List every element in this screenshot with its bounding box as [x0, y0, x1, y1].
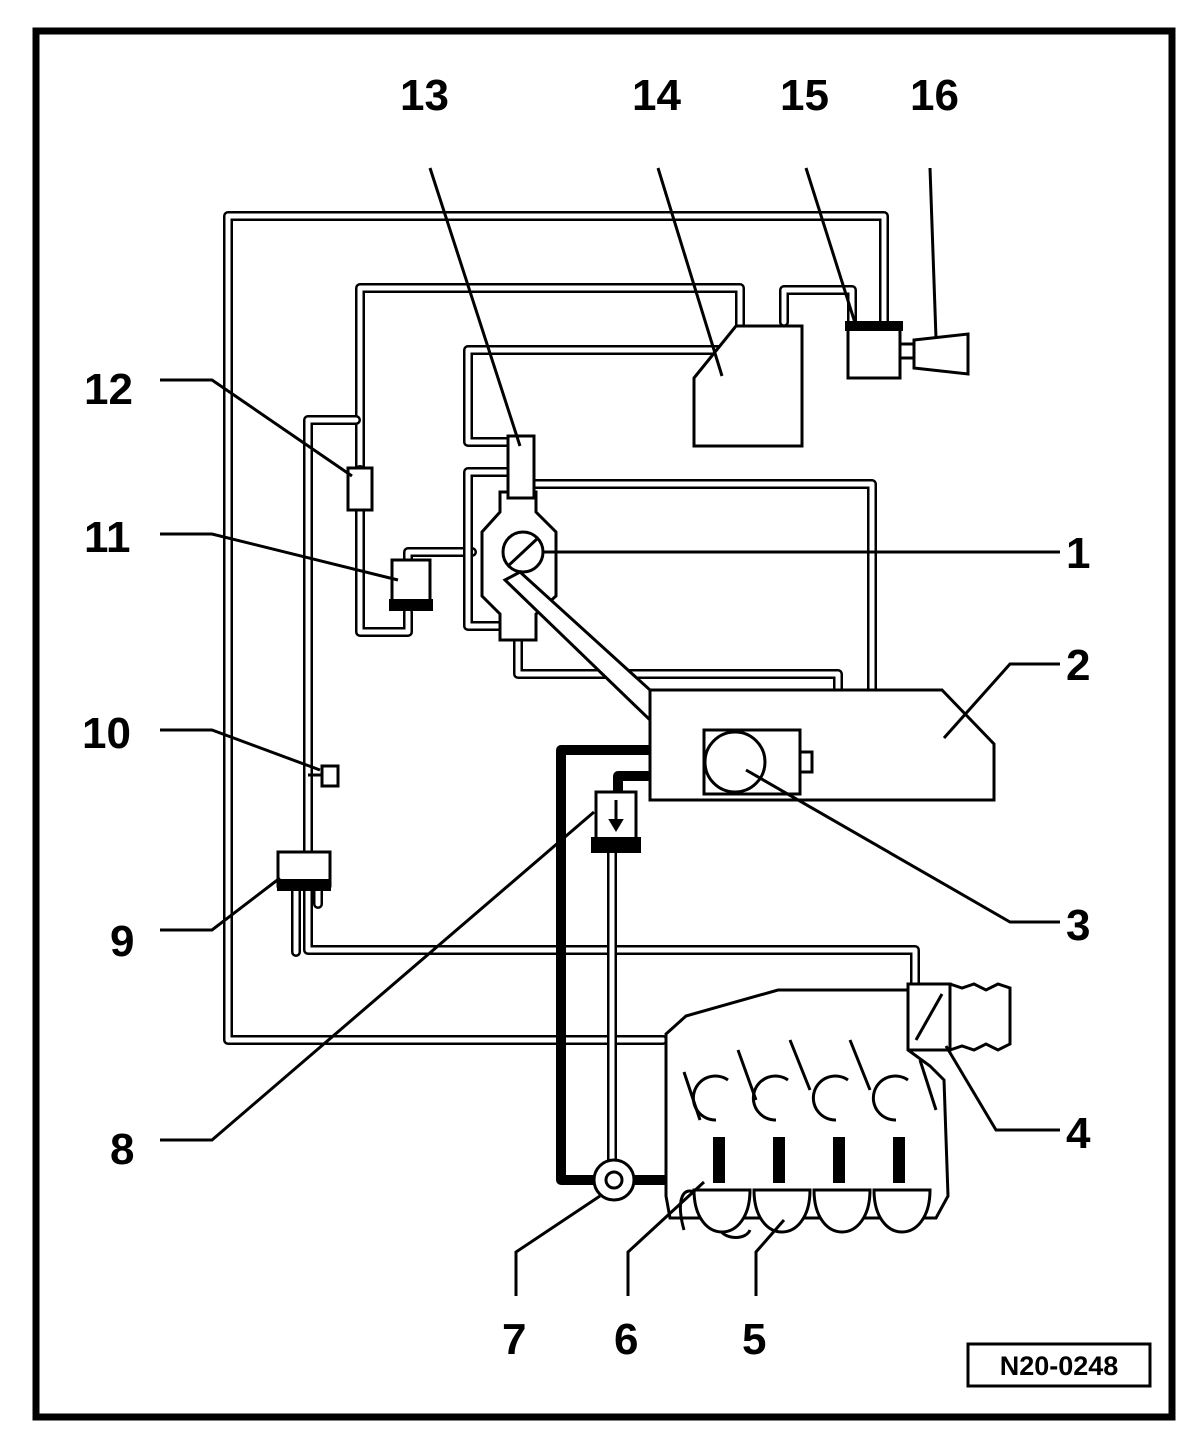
fuel-pressure-damper — [591, 790, 641, 853]
callout-2: 2 — [1066, 641, 1090, 690]
callout-3: 3 — [1066, 901, 1090, 950]
callout-1: 1 — [1066, 529, 1090, 578]
fuel-distributor — [592, 1158, 636, 1202]
callout-4: 4 — [1066, 1109, 1091, 1158]
reference-code: N20-0248 — [1000, 1351, 1119, 1381]
engine-cylinders — [664, 988, 950, 1239]
callout-labels: 13 14 15 16 12 11 10 9 8 1 2 3 4 5 6 7 — [82, 71, 1091, 1364]
reference-code-box: N20-0248 — [966, 1342, 1152, 1388]
throttle-valve-control — [506, 434, 536, 500]
vacuum-hoses — [223, 211, 920, 1045]
callout-12: 12 — [84, 365, 133, 414]
callout-13: 13 — [400, 71, 449, 120]
intake-air-distributor — [648, 688, 996, 802]
vacuum-connection — [320, 764, 340, 788]
callout-8: 8 — [110, 1125, 134, 1174]
callout-9: 9 — [110, 917, 134, 966]
callout-7: 7 — [502, 1315, 526, 1364]
callout-14: 14 — [632, 71, 681, 120]
callout-16: 16 — [910, 71, 959, 120]
callout-15: 15 — [780, 71, 829, 120]
callout-leaders — [160, 167, 1060, 1296]
callout-5: 5 — [742, 1315, 766, 1364]
throttle-valve-housing — [480, 490, 652, 724]
diagram-frame — [32, 27, 1176, 1421]
air-flow-meter — [906, 982, 1012, 1052]
vacuum-reservoir — [389, 558, 433, 611]
callout-11: 11 — [84, 513, 131, 562]
control-unit-box — [692, 324, 804, 448]
callout-10: 10 — [82, 709, 131, 758]
fuel-pressure-regulator — [702, 728, 814, 796]
solenoid-valve — [276, 850, 332, 891]
solenoid-valve-with-filter — [845, 321, 970, 380]
callout-6: 6 — [614, 1315, 638, 1364]
